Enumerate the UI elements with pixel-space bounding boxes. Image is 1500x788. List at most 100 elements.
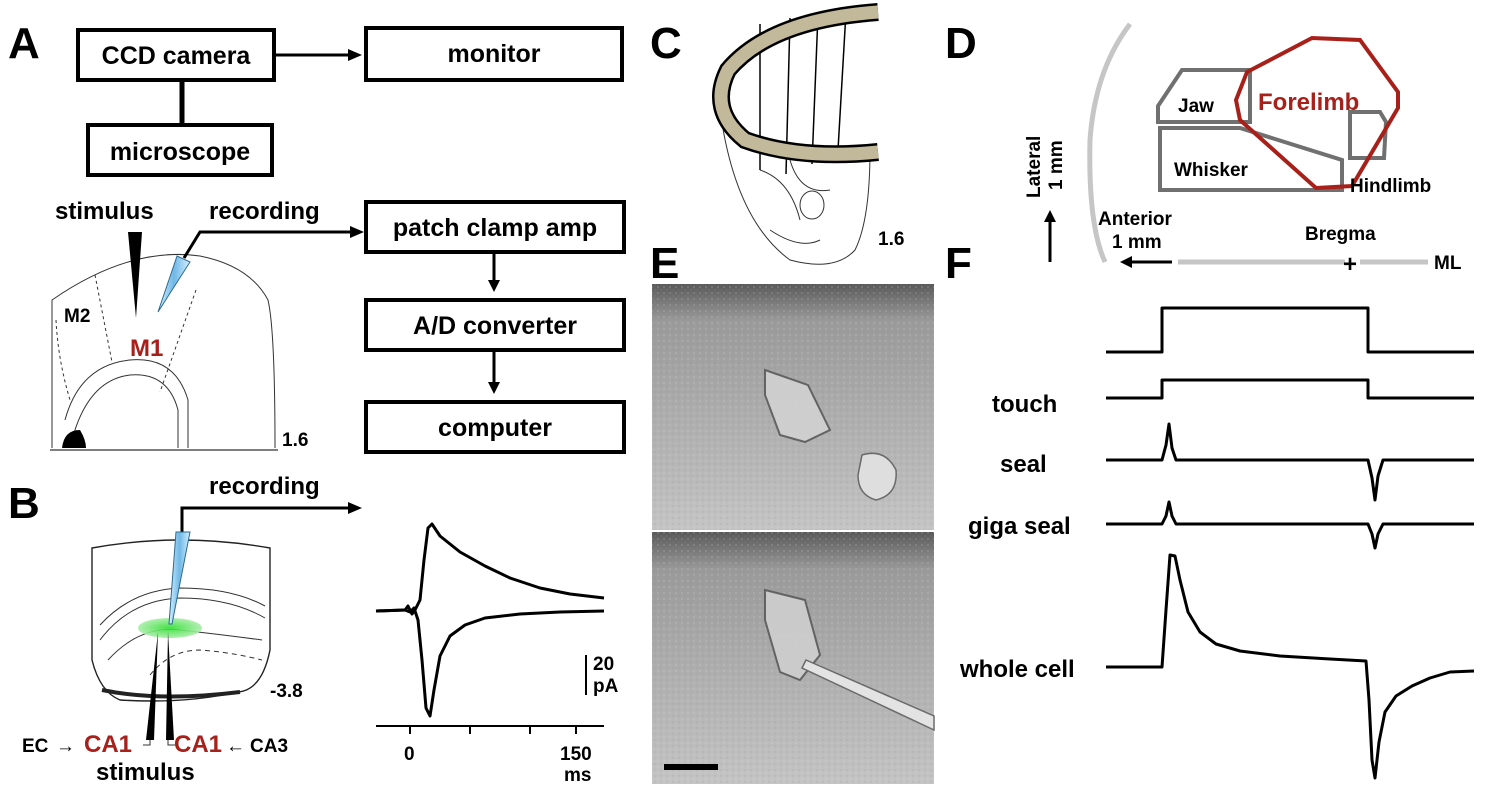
ec-label: EC	[22, 736, 49, 757]
monitor-label: monitor	[447, 40, 540, 68]
forelimb-label: Forelimb	[1258, 89, 1359, 116]
jaw-region	[1156, 68, 1252, 124]
c-guide-line-3	[811, 13, 819, 165]
m1-section-number: 1.6	[282, 430, 308, 451]
panel-f-letter: F	[945, 239, 972, 288]
lateral-arrowhead	[1044, 210, 1056, 222]
jaw-label: Jaw	[1178, 96, 1214, 117]
panel-f: F touch seal giga seal whole cell	[945, 239, 1475, 780]
microscope-box	[86, 123, 274, 177]
m1-slice-outline	[51, 253, 276, 449]
microscope-label: microscope	[110, 138, 250, 166]
touch-label: touch	[992, 391, 1057, 418]
c-section-number: 1.6	[878, 229, 904, 250]
c-guide-line-4	[837, 11, 847, 151]
anterior-arrowhead	[1120, 256, 1132, 268]
computer-box	[364, 400, 626, 454]
hindlimb-label: Hindlimb	[1350, 176, 1431, 197]
ml-label: ML	[1434, 253, 1462, 274]
panel-c-letter: C	[650, 19, 682, 68]
hippo-layer-1	[99, 597, 266, 641]
ad-converter-box	[364, 298, 626, 352]
hippo-layer-2	[99, 587, 266, 626]
computer-label: computer	[438, 414, 552, 442]
lateral-scale-label: 1 mm	[1046, 140, 1067, 190]
time-unit-label: ms	[564, 765, 591, 786]
giga-seal-trace	[1106, 500, 1474, 550]
epsc-lower-trace	[375, 606, 605, 718]
whole-cell-label: whole cell	[959, 656, 1075, 683]
b-stim-left-lead	[143, 740, 151, 746]
anterior-label: Anterior	[1098, 209, 1173, 230]
b-recording-wire	[180, 506, 350, 532]
panel-e-letter: E	[650, 239, 679, 288]
recording-wire	[182, 230, 352, 259]
command-pulse-trace	[1106, 306, 1474, 354]
b-recording-arrowhead	[348, 502, 362, 514]
bregma-label: Bregma	[1305, 224, 1376, 245]
panel-d-letter: D	[945, 19, 977, 68]
ca1-right-label: CA1	[174, 731, 222, 758]
ad-to-computer-arrowhead	[488, 382, 500, 394]
b-section-number: -3.8	[270, 681, 303, 702]
time-tick-label-150: 150	[560, 744, 592, 765]
b-recording-pipette	[168, 531, 191, 625]
e-scale-bar	[664, 764, 718, 770]
c-brain-outline	[719, 109, 871, 265]
e-cell-top	[764, 368, 832, 444]
panel-a: A CCD camera monitor microscope stimulus…	[8, 19, 626, 454]
panel-b: B recording -3.8 EC → CA1 CA1 ← CA3 stim…	[8, 473, 619, 786]
ad-converter-label: A/D converter	[413, 312, 577, 340]
panel-d: D Jaw Forelimb Whisker Hindlimb Lateral …	[945, 19, 1462, 278]
b-stim-right-lead	[167, 740, 175, 746]
touch-trace	[1106, 378, 1474, 400]
m1-slice-fill	[52, 268, 270, 448]
lateral-label: Lateral	[1024, 136, 1045, 198]
m1-s1-border	[159, 289, 197, 393]
ec-arrow: →	[56, 736, 75, 757]
slice-edge	[101, 688, 241, 699]
b-stimulus-label: stimulus	[96, 759, 195, 786]
time-tick-label-0: 0	[404, 744, 415, 765]
seal-label: seal	[1000, 451, 1047, 478]
panel-a-letter: A	[8, 19, 40, 68]
recording-arrowhead	[350, 226, 364, 238]
ccd-camera-label: CCD camera	[102, 42, 252, 70]
patch-clamp-label: patch clamp amp	[393, 214, 597, 242]
panel-c: C 1.6	[650, 3, 904, 265]
c-brain-hippo	[799, 190, 825, 220]
ca3-arrow: ←	[226, 736, 245, 757]
panel-e: E	[650, 239, 935, 784]
m1-white-matter-inner	[71, 374, 179, 448]
m2-m1-border	[94, 274, 113, 363]
midline-dashes	[55, 319, 71, 401]
m1-label: M1	[130, 335, 163, 362]
seal-trace	[1106, 422, 1474, 502]
patch-clamp-box	[364, 200, 626, 254]
m1-ventricle	[62, 430, 86, 448]
giga-seal-label: giga seal	[968, 513, 1071, 540]
b-stimulus-electrode-right	[166, 632, 174, 740]
whisker-region	[1158, 126, 1344, 192]
epsc-upper-trace	[375, 522, 605, 616]
whisker-label: Whisker	[1174, 160, 1249, 181]
whole-cell-trace	[1106, 553, 1475, 780]
ca1-left-label: CA1	[84, 731, 132, 758]
e-patch-pipette	[800, 659, 935, 732]
e-cell-bottom	[764, 588, 822, 682]
ca3-label: CA3	[250, 736, 288, 757]
e-neighbor-cell	[857, 452, 897, 501]
monitor-box	[364, 26, 624, 82]
c-brain-detail-2	[789, 159, 831, 192]
b-recording-label: recording	[209, 473, 320, 500]
pa-scale-value: 20	[593, 654, 614, 675]
hippo-dentate	[149, 649, 263, 676]
stimulus-electrode	[128, 232, 142, 318]
recording-pipette	[157, 255, 191, 313]
panel-b-letter: B	[8, 479, 40, 528]
amp-to-ad-arrowhead	[488, 280, 500, 292]
m2-label: M2	[64, 306, 90, 327]
forelimb-region	[1233, 35, 1400, 191]
pa-scale-unit: pA	[593, 676, 619, 697]
